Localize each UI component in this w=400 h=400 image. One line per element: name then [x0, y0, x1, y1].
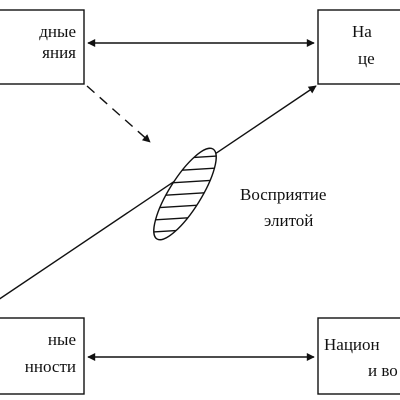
box-bottom-left-line-2: нности: [25, 357, 76, 376]
arrow-diagonal: [0, 85, 317, 300]
box-bottom-left: ные нности: [0, 317, 85, 395]
arrow-dashed-to-perception: [86, 85, 151, 143]
box-top-left: дные яния: [0, 9, 85, 85]
box-top-right: На це: [317, 9, 400, 85]
perception-ellipse-hatching: [143, 141, 227, 247]
perception-label-line-1: Восприятие: [240, 185, 326, 204]
box-bottom-right-line-1: Национ: [324, 335, 380, 354]
box-bottom-left-line-1: ные: [48, 330, 76, 349]
box-bottom-right-line-2: и во: [368, 361, 398, 380]
box-bottom-right: Национ и во: [317, 317, 400, 395]
box-bottom-left-frame: [0, 317, 85, 395]
perception-label-line-2: элитой: [264, 211, 313, 230]
box-top-right-line-2: це: [358, 49, 375, 68]
perception-ellipse-outline: [153, 147, 217, 241]
box-top-right-line-1: На: [352, 22, 372, 41]
box-top-left-line-1: дные: [39, 22, 76, 41]
box-top-right-frame: [317, 9, 400, 85]
box-top-left-line-2: яния: [42, 43, 76, 62]
box-bottom-right-frame: [317, 317, 400, 395]
box-top-left-frame: [0, 9, 85, 85]
perception-ellipse: [143, 141, 227, 247]
